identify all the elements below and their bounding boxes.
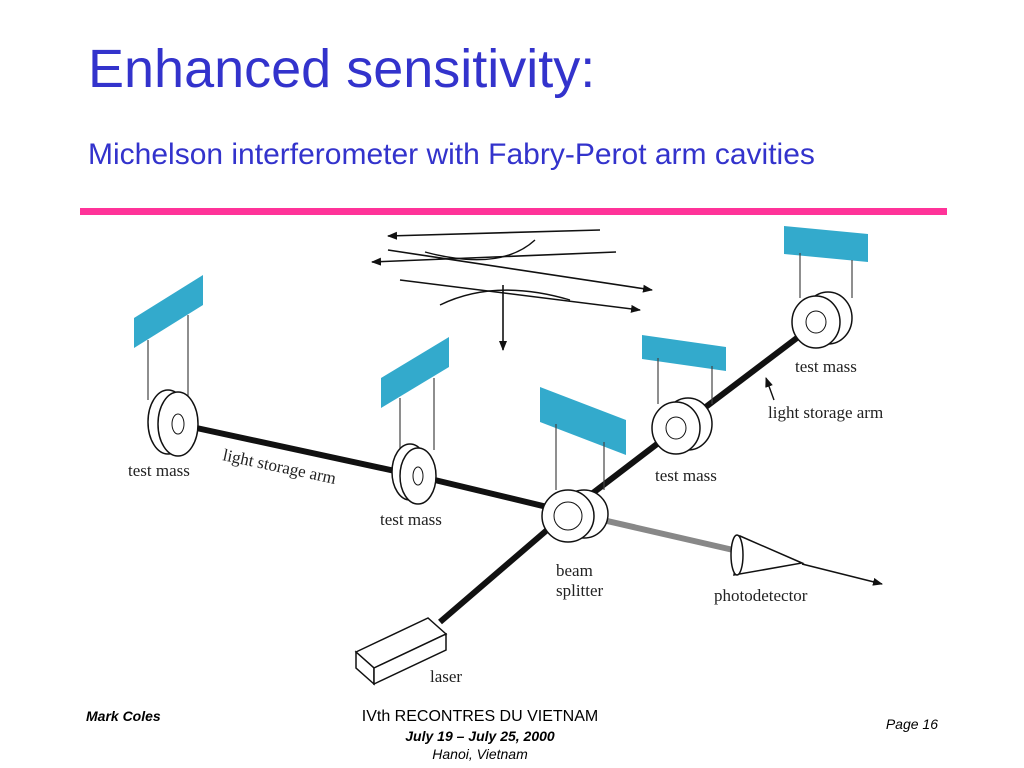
suspended-mirror-right [642, 335, 726, 404]
laser-source [354, 617, 448, 686]
left-arm-beam [417, 473, 569, 515]
slide-subtitle: Michelson interferometer with Fabry-Pero… [88, 138, 815, 171]
suspended-mirror-beam-splitter [540, 387, 626, 490]
gravitational-wave-sketch [371, 229, 653, 351]
footer-dates: July 19 – July 25, 2000 [405, 728, 555, 744]
beam-splitter [541, 489, 609, 543]
test-mass-left [147, 389, 199, 457]
suspended-mirror-center [381, 337, 449, 450]
label-light-storage-arm-right: light storage arm [768, 403, 883, 422]
label-beam-splitter-1: beam [556, 561, 593, 580]
test-mass-center [391, 443, 437, 505]
footer-author: Mark Coles [86, 708, 161, 724]
left-arm-storage-beam [177, 421, 419, 479]
photodetector [730, 534, 883, 586]
title-divider [80, 208, 947, 215]
footer-conference-block: IVth RECONTRES DU VIETNAM July 19 – July… [270, 708, 690, 762]
footer-page-number: Page 16 [885, 716, 938, 732]
label-test-mass-center: test mass [380, 510, 442, 529]
slide-title: Enhanced sensitivity: [88, 39, 596, 99]
label-light-storage-arm-left: light storage arm [221, 445, 338, 488]
label-test-mass-top-right: test mass [795, 357, 857, 376]
label-beam-splitter-2: splitter [556, 581, 604, 600]
test-mass-right [651, 397, 713, 455]
suspended-mirror-left [134, 275, 203, 400]
footer-conference: IVth RECONTRES DU VIETNAM [361, 708, 599, 725]
label-laser: laser [430, 667, 462, 686]
footer-location: Hanoi, Vietnam [432, 746, 528, 762]
suspended-mirror-top-right [784, 226, 868, 298]
light-storage-arm-pointer [765, 377, 775, 401]
label-test-mass-left: test mass [128, 461, 190, 480]
label-photodetector: photodetector [714, 586, 808, 605]
label-test-mass-right: test mass [655, 466, 717, 485]
test-mass-top-right [791, 291, 853, 349]
